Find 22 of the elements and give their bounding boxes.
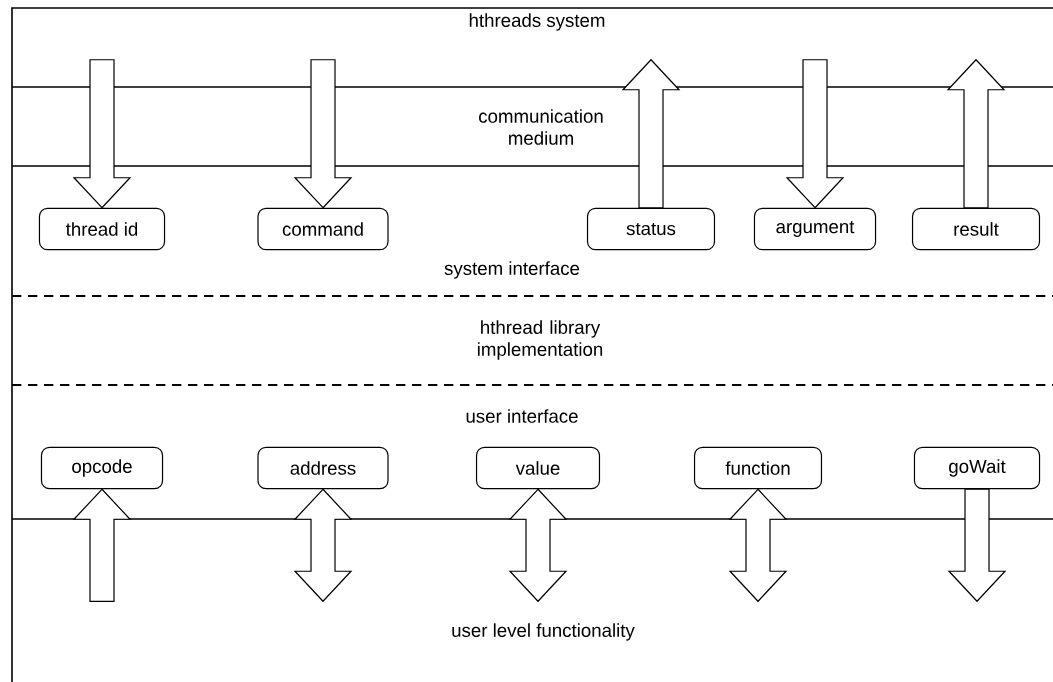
layer-label: user interface xyxy=(466,409,578,423)
rounded-box: function xyxy=(693,446,823,490)
block-arrow xyxy=(947,488,1007,603)
layer-label: system interface xyxy=(444,261,580,279)
layer-label: hthread library implementation xyxy=(477,320,603,360)
block-arrow xyxy=(946,58,1006,209)
block-arrow xyxy=(293,488,353,603)
rounded-box: goWait xyxy=(913,446,1041,490)
rounded-box: address xyxy=(257,446,389,490)
block-arrow xyxy=(508,488,568,603)
block-arrow xyxy=(621,58,681,209)
layer-label: communication medium xyxy=(479,109,603,145)
rounded-box: thread id xyxy=(38,207,166,251)
rounded-box: opcode xyxy=(40,446,164,490)
rounded-box: value xyxy=(475,446,601,490)
layer-label: hthreads system xyxy=(469,13,605,31)
block-arrow xyxy=(728,488,788,603)
layer-label: user level functionality xyxy=(452,623,635,641)
rounded-box: result xyxy=(911,207,1041,251)
rounded-box: argument xyxy=(753,207,877,251)
rounded-box: status xyxy=(586,207,716,251)
rounded-box: command xyxy=(257,207,389,251)
